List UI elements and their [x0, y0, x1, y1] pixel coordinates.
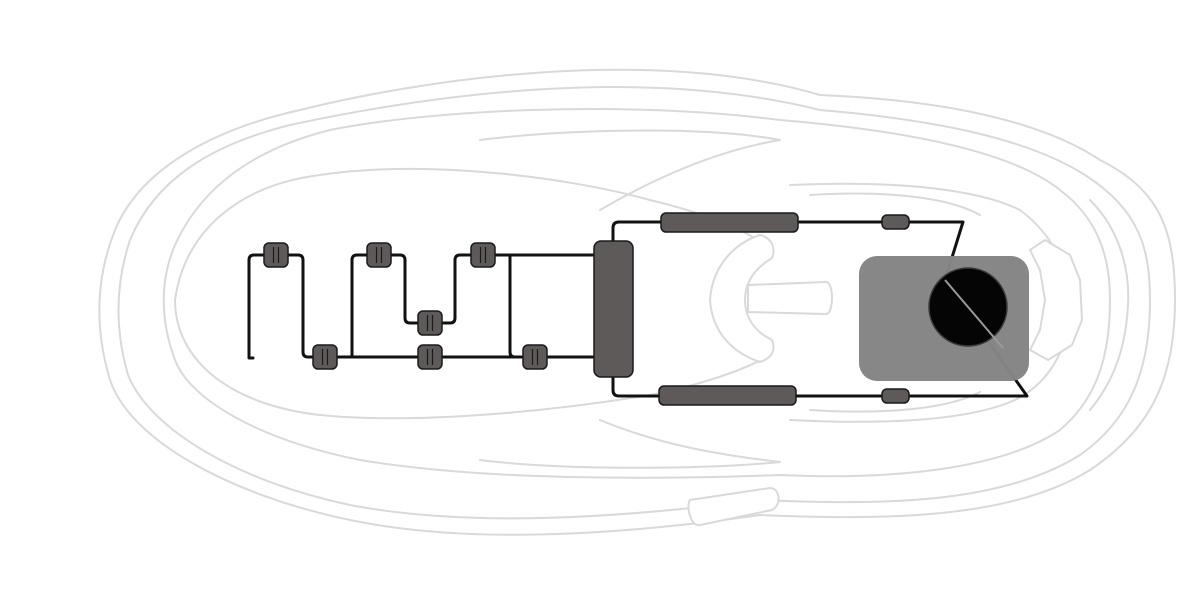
bottom-side-strap — [658, 385, 797, 406]
lace-bottom-run — [611, 278, 1029, 398]
lace-guides — [263, 242, 548, 370]
lace-guide — [417, 344, 443, 370]
bottom-small-guide — [881, 388, 910, 404]
lace-guide — [263, 242, 289, 268]
tongue-tab-outline — [747, 281, 833, 315]
shoe-outline — [98, 68, 1176, 536]
top-small-guide — [881, 214, 910, 230]
bottom-tab-outline — [687, 487, 780, 527]
top-side-strap — [660, 212, 799, 233]
vertical-lace-guide — [593, 240, 634, 378]
lace-guide — [470, 242, 496, 268]
toe-bottom-outline — [479, 419, 781, 469]
footbed-outline — [174, 168, 771, 420]
lace-guide — [522, 344, 548, 370]
lace-top-run — [611, 220, 965, 282]
lace-guide — [417, 310, 443, 336]
lace-routing — [247, 220, 1029, 398]
lace-guide — [366, 242, 392, 268]
upper-outline — [162, 108, 1111, 479]
toe-top-outline — [479, 129, 781, 211]
sole-edge-outline — [117, 86, 1151, 520]
heel-back-outline — [1089, 199, 1130, 411]
lace-zigzag — [247, 253, 612, 360]
lace-guide — [312, 344, 338, 370]
heel-tab-outline — [1029, 239, 1083, 361]
outer-sole-outline — [98, 68, 1176, 536]
tongue-outline — [709, 234, 775, 363]
lace-over-dial — [944, 279, 1004, 349]
